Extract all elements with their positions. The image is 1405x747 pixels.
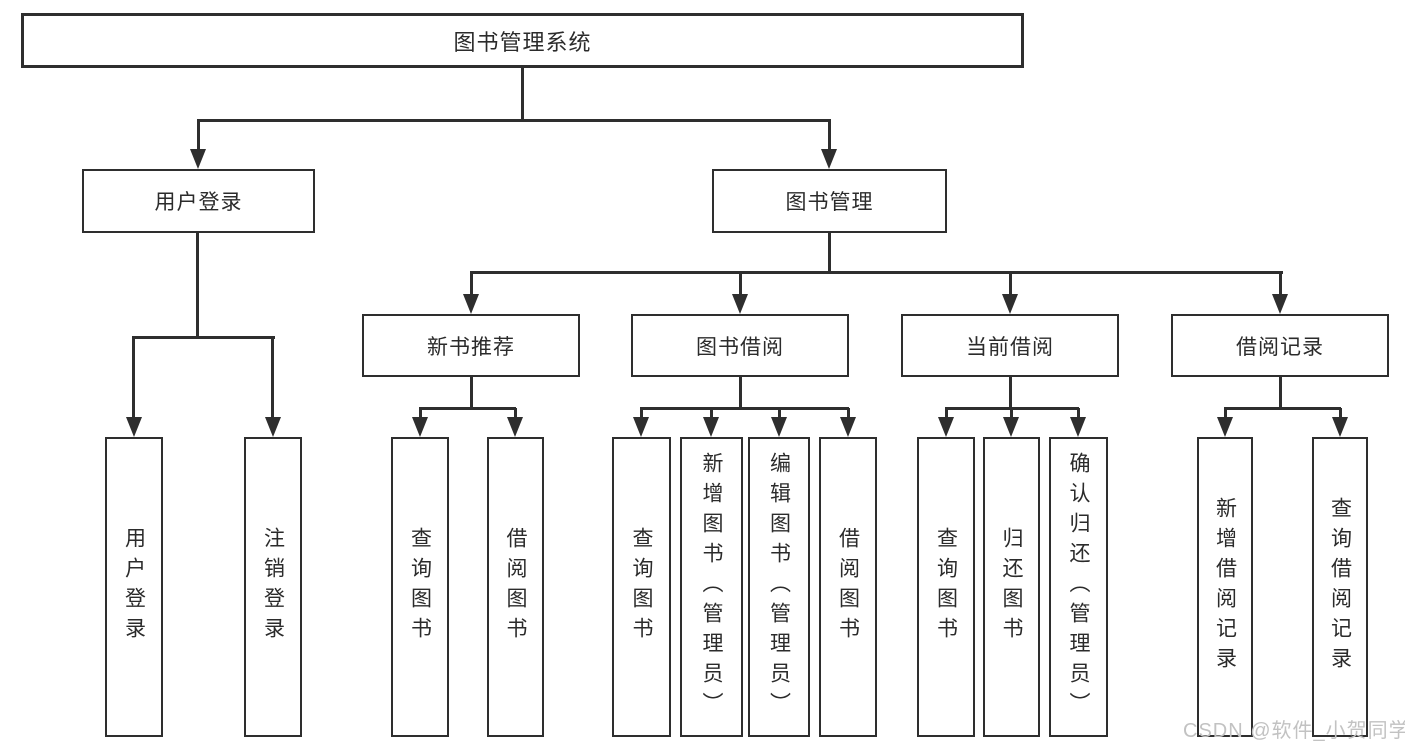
connector-line [1224,408,1227,420]
node-user-login: 用户登录 [82,169,315,233]
arrowhead-down-icon [840,417,856,437]
node-current-borrowing: 当前借阅 [901,314,1119,377]
leaf-borrowing-edit-books-admin: 编辑图书（管理员） [748,437,810,737]
leaf-logout: 注销登录 [244,437,302,737]
leaf-records-query-borrow-record: 查询借阅记录 [1312,437,1368,737]
connector-line [470,377,473,409]
connector-line [196,233,199,338]
connector-line [640,408,643,420]
connector-line [419,407,516,410]
connector-line [739,377,742,409]
leaf-current-query-books: 查询图书 [917,437,975,737]
connector-line [1279,272,1282,296]
connector-line [828,120,831,152]
node-borrowing-records: 借阅记录 [1171,314,1389,377]
connector-line [1010,408,1013,420]
connector-line [419,408,422,420]
connector-line [521,68,524,120]
arrowhead-down-icon [1217,417,1233,437]
arrowhead-down-icon [1332,417,1348,437]
arrowhead-down-icon [1002,294,1018,314]
node-library-management-system: 图书管理系统 [21,13,1024,68]
arrowhead-down-icon [821,149,837,169]
connector-line [778,408,781,420]
connector-line [1279,377,1282,409]
leaf-current-confirm-return-admin: 确认归还（管理员） [1049,437,1108,737]
leaf-recommend-query-books: 查询图书 [391,437,449,737]
arrowhead-down-icon [463,294,479,314]
node-book-borrowing: 图书借阅 [631,314,849,377]
arrowhead-down-icon [507,417,523,437]
leaf-borrowing-query-books: 查询图书 [612,437,671,737]
leaf-borrowing-add-books-admin: 新增图书（管理员） [680,437,743,737]
arrowhead-down-icon [190,149,206,169]
connector-line [470,272,473,296]
node-new-book-recommendation: 新书推荐 [362,314,580,377]
arrowhead-down-icon [732,294,748,314]
arrowhead-down-icon [703,417,719,437]
arrowhead-down-icon [938,417,954,437]
arrowhead-down-icon [1272,294,1288,314]
leaf-user-login: 用户登录 [105,437,163,737]
connector-line [1339,408,1342,420]
connector-line [828,233,831,273]
arrowhead-down-icon [1070,417,1086,437]
connector-line [132,337,135,419]
csdn-watermark: CSDN @软件_小贺同学 [1183,720,1405,742]
connector-line [271,337,274,419]
connector-line [197,119,831,122]
connector-line [1224,407,1341,410]
leaf-current-return-books: 归还图书 [983,437,1040,737]
arrowhead-down-icon [412,417,428,437]
arrowhead-down-icon [126,417,142,437]
arrowhead-down-icon [633,417,649,437]
connector-line [132,336,275,339]
connector-line [847,408,850,420]
connector-line [710,408,713,420]
arrowhead-down-icon [1003,417,1019,437]
connector-line [739,272,742,296]
connector-line [470,271,1283,274]
arrowhead-down-icon [771,417,787,437]
connector-line [1009,377,1012,409]
node-book-management: 图书管理 [712,169,947,233]
connector-line [1009,272,1012,296]
leaf-records-add-borrow-record: 新增借阅记录 [1197,437,1253,737]
leaf-borrowing-borrow-books: 借阅图书 [819,437,877,737]
connector-line [1077,408,1080,420]
connector-line [945,408,948,420]
leaf-recommend-borrow-books: 借阅图书 [487,437,544,737]
connector-line [197,120,200,152]
connector-line [640,407,849,410]
arrowhead-down-icon [265,417,281,437]
connector-line [514,408,517,420]
